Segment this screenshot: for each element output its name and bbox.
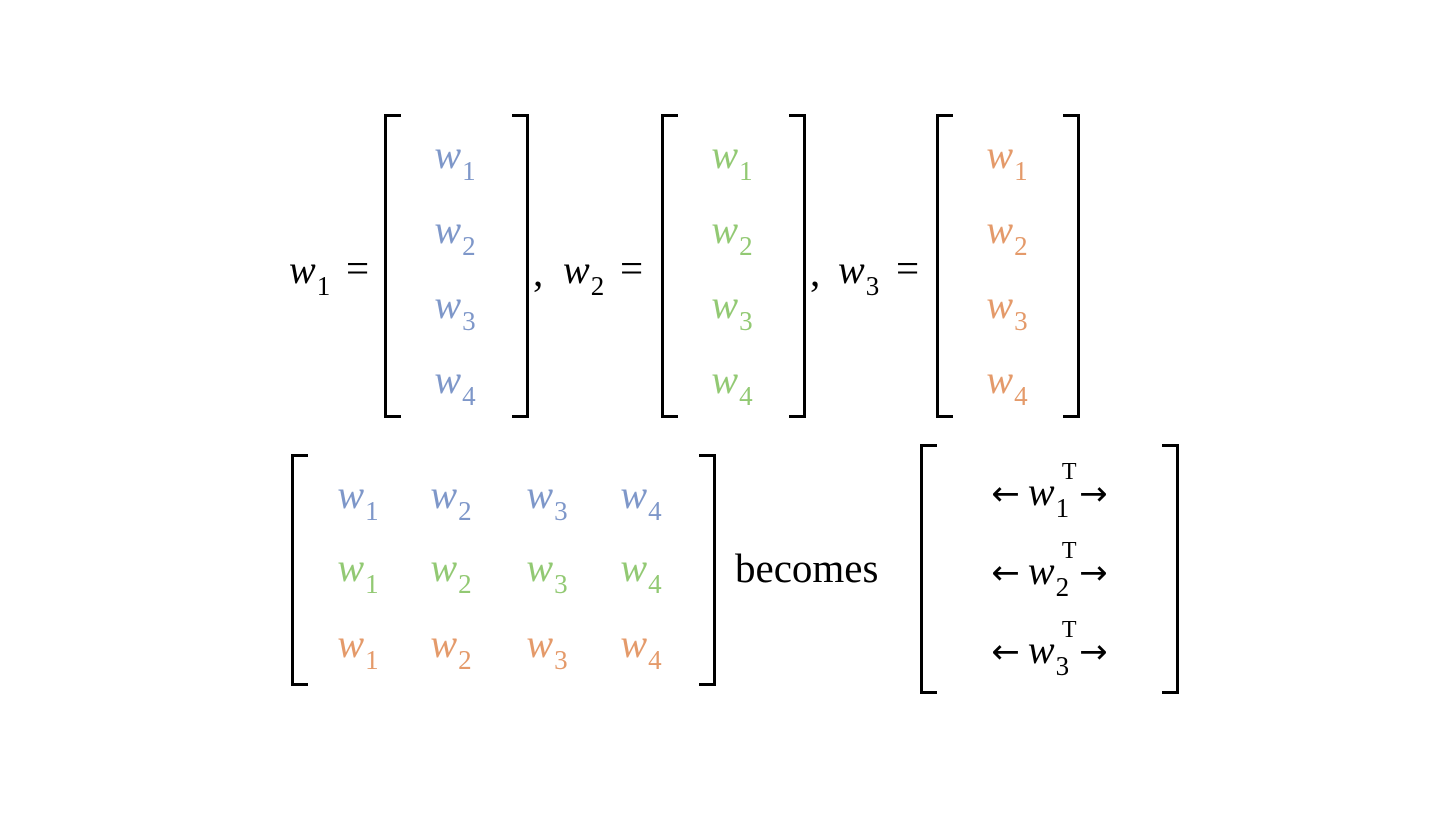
matrix-cell: w1 xyxy=(337,545,379,599)
equals-sign-3: = xyxy=(896,245,920,291)
left-arrow-icon: ← xyxy=(991,474,1020,514)
becomes-label: becomes xyxy=(735,545,879,591)
vector-2-entry: w2 xyxy=(711,207,753,261)
vector-3-entry: w4 xyxy=(986,357,1028,411)
vector-1-var: w xyxy=(289,247,316,292)
vector-1-entry: w1 xyxy=(434,132,476,186)
left-arrow-icon: ← xyxy=(991,553,1020,593)
vector-2-right-bracket xyxy=(789,114,806,418)
matrix-cell: w4 xyxy=(620,545,662,599)
vector-3-entry: w2 xyxy=(986,207,1028,261)
vector-1-left-bracket xyxy=(384,114,401,418)
vector-3-label: w3 xyxy=(838,247,879,300)
equals-sign-2: = xyxy=(620,245,644,291)
weight-matrix-left-bracket xyxy=(291,454,308,686)
matrix-cell: w2 xyxy=(430,472,472,526)
matrix-cell: w4 xyxy=(620,621,662,675)
vector-1-right-bracket xyxy=(512,114,529,418)
weight-matrix-right-bracket xyxy=(699,454,716,686)
vector-3-left-bracket xyxy=(936,114,953,418)
vector-2-label: w2 xyxy=(563,247,604,300)
matrix-cell: w1 xyxy=(337,472,379,526)
matrix-cell: w2 xyxy=(430,621,472,675)
vector-1-entry: w2 xyxy=(434,207,476,261)
vector-2-sub: 2 xyxy=(590,271,605,301)
vector-2-entry: w3 xyxy=(711,282,753,336)
vector-3-right-bracket xyxy=(1063,114,1080,418)
matrix-cell: w3 xyxy=(526,472,568,526)
matrix-cell: w4 xyxy=(620,472,662,526)
matrix-cell: w2 xyxy=(430,545,472,599)
comma-1: , xyxy=(533,249,544,295)
vector-2-entry: w4 xyxy=(711,357,753,411)
vector-1-entry: w3 xyxy=(434,282,476,336)
vector-1-entry: w4 xyxy=(434,357,476,411)
left-arrow-icon: ← xyxy=(991,632,1020,672)
vector-1-label: w1 xyxy=(289,247,330,300)
matrix-cell: w3 xyxy=(526,545,568,599)
equals-sign-1: = xyxy=(346,245,370,291)
vector-3-entry: w1 xyxy=(986,132,1028,186)
vector-2-var: w xyxy=(563,247,590,292)
matrix-cell: w3 xyxy=(526,621,568,675)
vector-1-sub: 1 xyxy=(316,271,331,301)
right-arrow-icon: → xyxy=(1079,632,1108,672)
vector-3-var: w xyxy=(838,247,865,292)
comma-2: , xyxy=(810,249,821,295)
right-arrow-icon: → xyxy=(1079,474,1108,514)
transposed-matrix-left-bracket xyxy=(920,444,937,694)
right-arrow-icon: → xyxy=(1079,553,1108,593)
matrix-cell: w1 xyxy=(337,621,379,675)
vector-3-sub: 3 xyxy=(865,271,880,301)
vector-3-entry: w3 xyxy=(986,282,1028,336)
vector-2-entry: w1 xyxy=(711,132,753,186)
transposed-matrix-right-bracket xyxy=(1162,444,1179,694)
vector-2-left-bracket xyxy=(661,114,678,418)
